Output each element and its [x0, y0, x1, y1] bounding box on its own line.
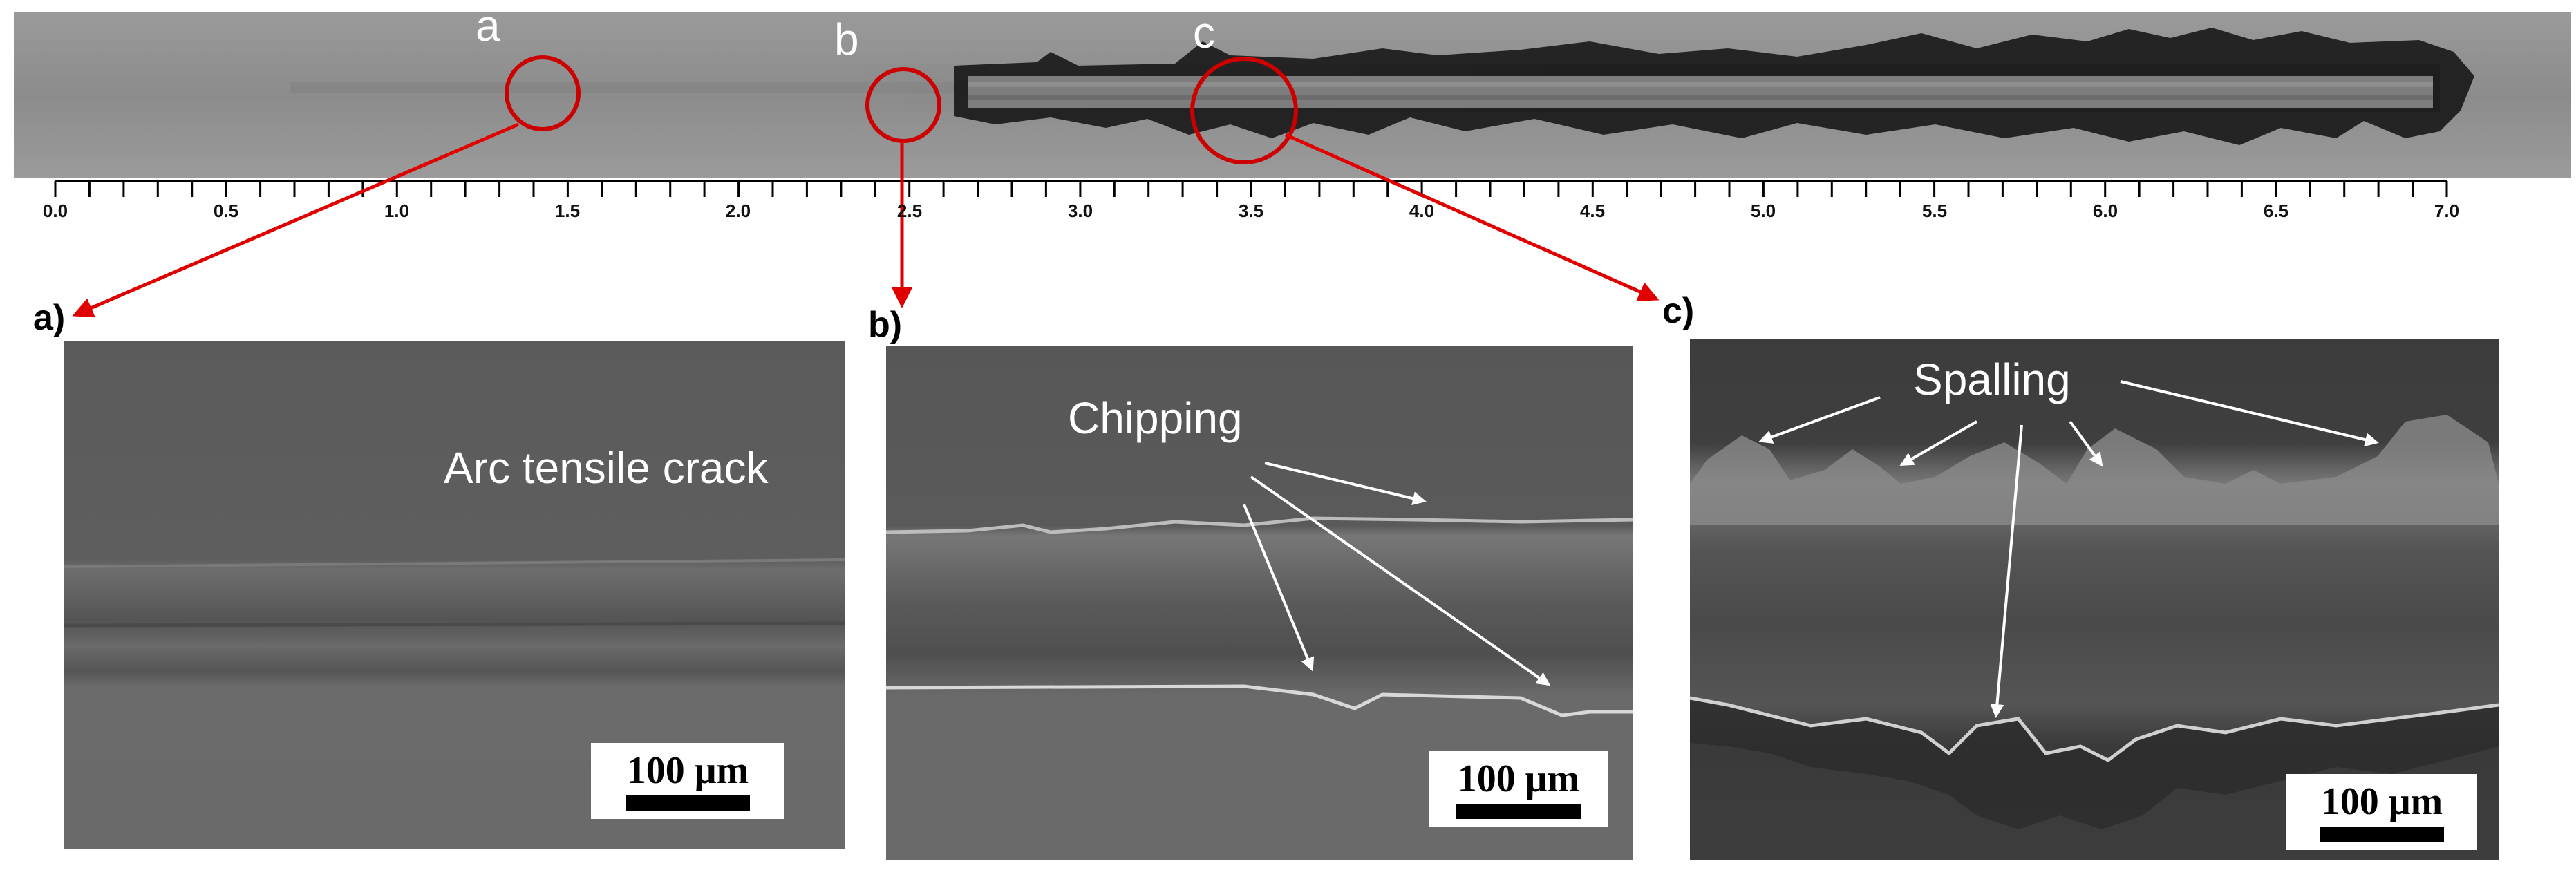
chipping-arrow-3 [1243, 504, 1315, 672]
scale-tick-label: 5.0 [1750, 200, 1776, 221]
caption-spalling: Spalling [1913, 355, 2071, 404]
scale-tick-label: 1.5 [554, 200, 581, 221]
scale-tick-label: 0.5 [213, 200, 239, 221]
scale-tick-label: 5.5 [1921, 200, 1948, 221]
scale-tick-label: 3.0 [1067, 200, 1093, 221]
scale-tick-label: 4.0 [1409, 200, 1435, 221]
scale-bar-line [626, 795, 750, 811]
spalling-arrow-3 [2069, 420, 2103, 467]
spalling-arrow-2 [1899, 420, 1977, 466]
arrow-to-panel-a [72, 122, 519, 318]
scale-bar-panel-c: 100 μm [2286, 774, 2477, 850]
scale-ruler [54, 180, 2448, 197]
spalling-arrow-4 [1990, 424, 2023, 718]
position-label-b: b [834, 15, 859, 64]
scale-bar-label: 100 μm [626, 749, 749, 792]
scale-bar-line [1456, 804, 1581, 819]
scale-tick-label: 2.5 [896, 200, 923, 221]
scale-bar-panel-b: 100 μm [1429, 751, 1608, 827]
scale-tick-label: 2.0 [725, 200, 751, 221]
caption-arc-tensile-crack: Arc tensile crack [444, 443, 769, 493]
caption-chipping: Chipping [1068, 393, 1243, 443]
scale-tick-label: 1.0 [384, 200, 410, 221]
highlight-circle-c [1190, 57, 1298, 164]
highlight-circle-a [505, 55, 581, 131]
scratch-track-strip [14, 12, 2571, 178]
arrow-to-panel-c [1284, 133, 1660, 301]
panel-label-b: b) [868, 305, 903, 345]
scale-tick-label: 6.0 [2092, 200, 2118, 221]
spalling-arrow-5 [2120, 380, 2379, 447]
scale-tick-label: 3.5 [1238, 200, 1264, 221]
panel-label-c: c) [1662, 291, 1695, 331]
chipping-arrow-2 [1250, 475, 1551, 686]
chipping-arrow-1 [1264, 462, 1427, 506]
highlight-circle-b [865, 67, 941, 143]
scale-bar-line [2320, 827, 2444, 842]
spalling-arrow-1 [1758, 396, 1881, 444]
scale-tick-label: 7.0 [2434, 200, 2460, 221]
scale-bar-label: 100 μm [1457, 757, 1580, 800]
scale-tick-label: 4.5 [1579, 200, 1606, 221]
position-label-c: c [1193, 8, 1215, 57]
panel-label-a: a) [33, 298, 66, 338]
micrograph-panel-b [885, 346, 1633, 860]
scale-tick-label: 6.5 [2263, 200, 2289, 221]
position-label-a: a [476, 1, 500, 50]
scale-bar-panel-a: 100 μm [591, 743, 784, 819]
scale-tick-label: 0.0 [42, 200, 68, 221]
micrograph-panel-c [1689, 339, 2499, 860]
scale-bar-label: 100 μm [2320, 780, 2443, 823]
